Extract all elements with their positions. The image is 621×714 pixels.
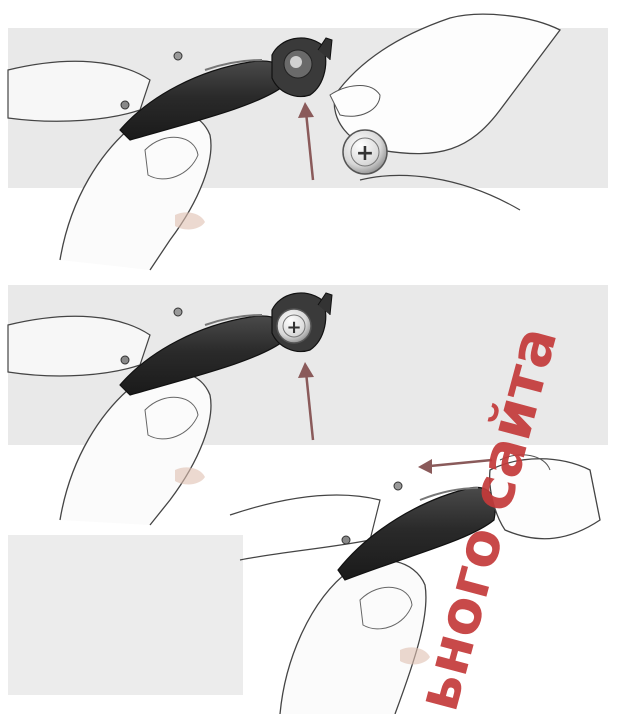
battery-plus-symbol: + [286, 317, 301, 338]
battery: + [277, 309, 311, 343]
left-hand [8, 316, 150, 376]
battery-plus-symbol: + [356, 141, 374, 166]
battery: + [343, 130, 387, 174]
button-icon [174, 308, 182, 316]
button-icon [174, 52, 182, 60]
button-icon [121, 356, 129, 364]
background-shading [8, 535, 243, 695]
button-icon [342, 536, 350, 544]
button-icon [394, 482, 402, 490]
left-hand [8, 61, 150, 121]
step-1-panel: + [8, 14, 608, 270]
left-thumb [280, 560, 426, 714]
button-icon [121, 101, 129, 109]
